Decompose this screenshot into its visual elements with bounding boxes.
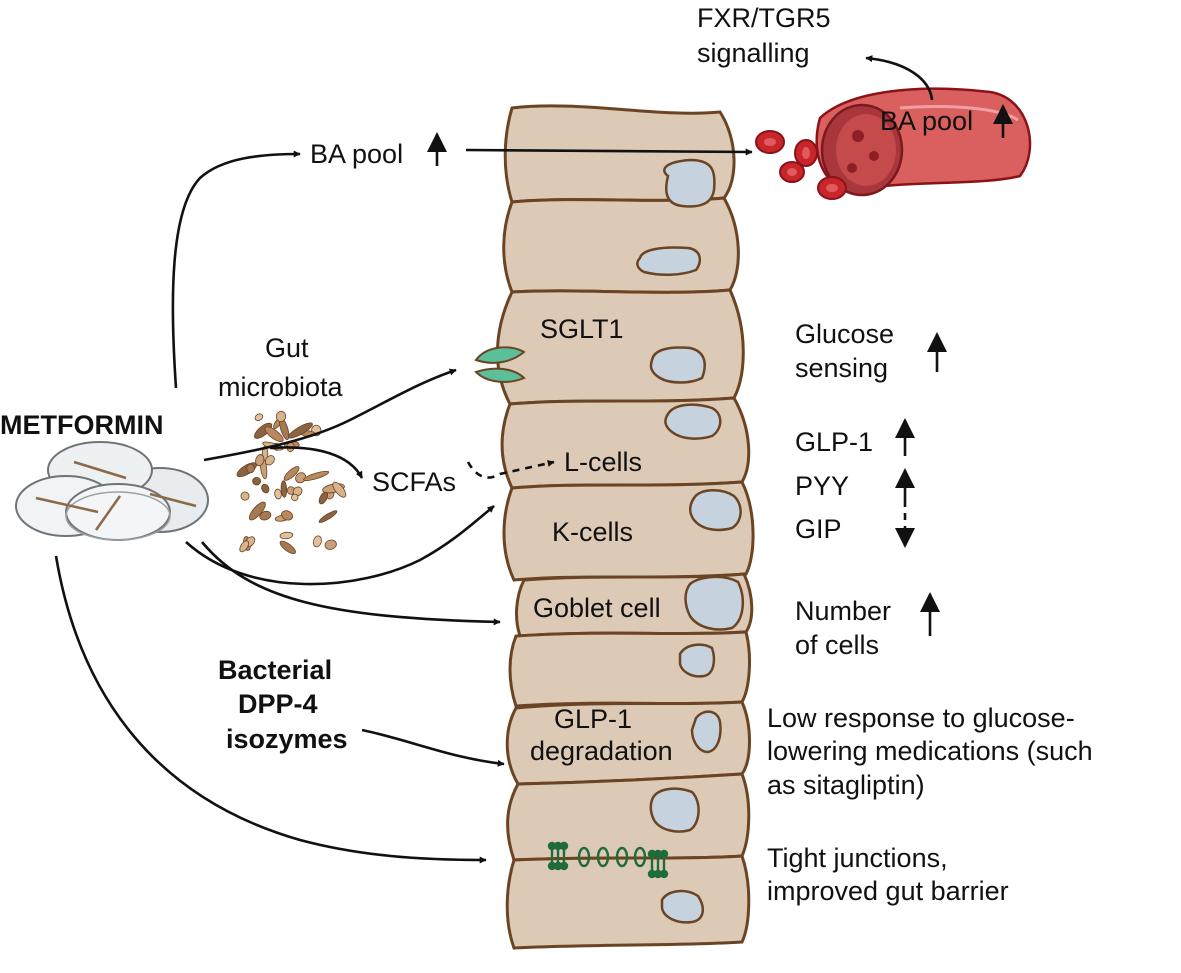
gut-label-line2: microbiota [218, 372, 344, 402]
bacterium-shape [254, 413, 264, 421]
bacterial-dpp4-label-line1: Bacterial [218, 655, 332, 685]
scfas-label: SCFAs [372, 467, 456, 497]
arrow-vessel-to-fxr [865, 55, 934, 101]
vessel-ba-pool-label: BA pool [880, 106, 973, 136]
epithelial-cell-8 [506, 772, 751, 862]
sglt1-transporter-icon [474, 346, 526, 383]
arrow-scfas-to-l-cells [466, 459, 555, 479]
low-response-label-line1: Low response to glucose- [767, 703, 1075, 733]
arrow-metformin-to-tight-junctions [54, 555, 487, 864]
glp1-degradation-label-line2: degradation [530, 736, 673, 766]
metformin-pills-icon [15, 441, 209, 541]
glucose-sensing-label-line2: sensing [795, 353, 888, 383]
sglt1-label: SGLT1 [540, 314, 624, 344]
bacterium-shape [259, 510, 272, 521]
goblet-cell-label: Goblet cell [533, 593, 661, 623]
nucleus-9 [649, 787, 700, 833]
arrow-microbiota-to-scfas [269, 446, 364, 479]
glucose-sensing-label-line1: Glucose [795, 319, 894, 349]
low-response-label-line3: as sitagliptin) [767, 770, 925, 800]
bacterium-shape [246, 463, 255, 474]
epithelial-cell-6 [508, 630, 751, 708]
nucleus-2 [636, 246, 702, 276]
arrow-metformin-to-k-cells [185, 505, 495, 586]
labels: FXR/TGR5 signalling BA pool BA pool Gut … [0, 3, 1093, 906]
tight-junction-icon [547, 841, 669, 879]
bacterium-shape [239, 540, 250, 553]
bacterium-shape [280, 480, 288, 498]
nucleus-8 [690, 710, 722, 754]
bacterial-dpp4-label-line3: isozymes [226, 724, 348, 754]
number-of-cells-label-line1: Number [795, 596, 891, 626]
bacterium-shape [312, 535, 322, 548]
l-cells-label: L-cells [564, 447, 642, 477]
arrow-metformin-to-goblet [200, 541, 501, 626]
bacterial-dpp4-label-line2: DPP-4 [238, 689, 318, 719]
tight-junctions-label-line2: improved gut barrier [767, 876, 1009, 906]
bacterium-shape [318, 510, 338, 523]
bacterium-shape [324, 539, 337, 550]
bacterium-shape [283, 466, 300, 481]
bacterium-shape [264, 426, 284, 443]
nucleus-5 [689, 489, 742, 532]
bacterium-shape [261, 483, 270, 494]
number-of-cells-label-line2: of cells [795, 630, 879, 660]
bacterium-shape [279, 540, 296, 555]
nucleus-4 [664, 403, 722, 440]
epithelial-cell-9 [505, 854, 751, 950]
bacterium-shape [303, 470, 330, 481]
nucleus-6 [684, 575, 745, 631]
tight-junctions-label-line1: Tight junctions, [767, 843, 948, 873]
nucleus-7 [678, 643, 716, 678]
effect-indicators [427, 104, 1013, 636]
bacterium-shape [255, 454, 265, 467]
metformin-label: METFORMIN [0, 410, 163, 440]
pyy-label: PYY [795, 471, 849, 501]
bacterium-shape [318, 491, 329, 505]
low-response-label-line2: lowering medications (such [767, 736, 1093, 766]
bacterium-shape [295, 472, 307, 484]
red-blood-cells-icon [755, 130, 847, 200]
bacterium-shape [281, 510, 294, 521]
bacterium-shape [332, 481, 347, 498]
arrows [54, 55, 934, 864]
bacterium-shape [279, 531, 294, 540]
arrow-metformin-to-ba-pool [171, 150, 301, 389]
ba-pool-label: BA pool [310, 139, 403, 169]
blood-vessel-icon [815, 87, 1032, 197]
gip-label: GIP [795, 514, 842, 544]
epithelial-cell-sglt1 [495, 288, 745, 406]
nucleus-10 [660, 889, 705, 924]
nuclei [636, 158, 745, 924]
bacterium-shape [275, 410, 287, 423]
bacterium-shape [274, 488, 282, 500]
bacterium-shape [240, 491, 250, 501]
arrow-ba-pool-to-vessel [465, 148, 753, 156]
k-cells-label: K-cells [552, 517, 633, 547]
arrow-metformin-to-sglt1 [203, 368, 457, 462]
fxr-label-line2: signalling [697, 38, 810, 68]
bacterium-shape [291, 493, 299, 502]
bacterium-shape [252, 476, 261, 486]
nucleus-3 [649, 346, 706, 384]
arrow-dpp4-to-glp1 [361, 728, 505, 767]
gut-microbiota-icon [236, 410, 347, 555]
glp1-degradation-label-line1: GLP-1 [554, 704, 632, 734]
bacterium-shape [288, 422, 313, 439]
glp1-label: GLP-1 [795, 427, 873, 457]
bacterium-shape [264, 455, 275, 466]
fxr-label-line1: FXR/TGR5 [697, 3, 831, 33]
epithelial-cell-2 [502, 196, 740, 294]
nucleus-1 [663, 158, 716, 208]
epithelium-column [495, 104, 755, 950]
gut-label-line1: Gut [265, 333, 309, 363]
